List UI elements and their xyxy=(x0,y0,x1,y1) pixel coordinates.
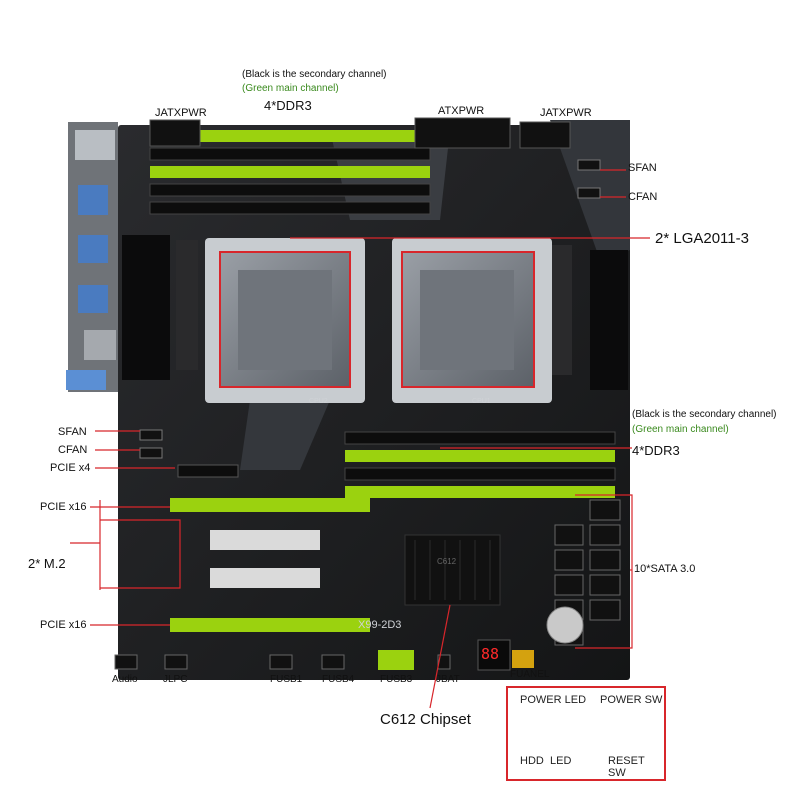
cpu-socket-left xyxy=(205,238,365,403)
usb-port xyxy=(78,285,108,313)
power-sw-label: POWER SW xyxy=(600,694,663,706)
sfan-header-right xyxy=(577,159,601,171)
pcb-stripe xyxy=(240,400,330,470)
top-note-green: (Green main channel) xyxy=(242,83,339,94)
pcie-x16-bottom-label: PCIE x16 xyxy=(40,619,87,631)
cpu-socket-right xyxy=(392,238,552,403)
chipset-heatsink xyxy=(404,534,501,606)
fuanel-header xyxy=(512,650,534,668)
audio-jack xyxy=(66,370,106,390)
pcie-x16-slot-bottom xyxy=(170,618,370,632)
atxpwr-label: ATXPWR xyxy=(438,105,485,117)
pcie-x4-slot xyxy=(177,464,239,478)
audio-header xyxy=(114,654,138,670)
jbat-jumper xyxy=(437,654,451,670)
sfan-header-left xyxy=(139,429,163,441)
chipset-brand-silkscreen: C612 xyxy=(437,557,457,566)
model-silkscreen: X99-2D3 xyxy=(358,619,402,631)
sata-bracket xyxy=(575,494,633,649)
sfan-right-label: SFAN xyxy=(628,162,657,174)
debug-display-digits: 88 xyxy=(481,645,500,663)
jatxpwr-left-connector xyxy=(149,119,201,147)
chipset-label: C612 Chipset xyxy=(380,711,471,728)
dimm-group-right xyxy=(344,431,616,498)
cfan-header-right xyxy=(577,187,601,199)
jatxpwr-right-label: JATXPWR xyxy=(540,107,592,119)
pcie-x16-slot-top xyxy=(170,498,370,512)
reset-sw-label: RESET SW xyxy=(608,755,645,779)
fusb3-label: FUSB3 xyxy=(380,674,413,685)
top-note-black: (Black is the secondary channel) xyxy=(242,69,387,80)
jatxpwr-right-connector xyxy=(519,121,571,149)
dimm-group-top xyxy=(149,130,431,215)
lan-port xyxy=(84,330,116,360)
m2-bracket xyxy=(100,519,181,589)
fuanel-label: FUANEL xyxy=(510,669,550,680)
cmos-battery xyxy=(546,606,584,644)
fusb1-label: FUSB1 xyxy=(270,674,303,685)
fusb4-label: FUSB4 xyxy=(322,674,355,685)
jlpc-label: JLPC xyxy=(163,674,188,685)
jatxpwr-left-label: JATXPWR xyxy=(155,107,207,119)
vrm-heatsink-left xyxy=(122,235,170,380)
debug-display xyxy=(477,639,511,671)
audio-label: Audio xyxy=(112,674,138,685)
right-ddr-label: 4*DDR3 xyxy=(632,443,680,458)
jbat-label: JBAT xyxy=(436,674,460,685)
usb-port xyxy=(78,235,108,263)
m2-label: 2* M.2 xyxy=(28,556,66,571)
chipset-leader xyxy=(429,604,451,709)
pcie-x16-top-label: PCIE x16 xyxy=(40,501,87,513)
power-led-label: POWER LED xyxy=(520,694,587,706)
lga-label: 2* LGA2011-3 xyxy=(655,230,749,247)
cpu2-silkscreen: CPU2 xyxy=(309,398,328,405)
atxpwr-connector xyxy=(414,117,511,149)
cfan-right-label: CFAN xyxy=(628,191,658,203)
cpu1-silkscreen: CPU1 xyxy=(472,398,491,405)
right-note-green: (Green main channel) xyxy=(632,424,729,435)
cfan-header-left xyxy=(139,447,163,459)
front-panel-pinout: POWER LED POWER SW HDD LED RESET SW xyxy=(506,686,666,781)
fusb3-header xyxy=(378,650,414,670)
fusb4-header xyxy=(321,654,345,670)
top-ddr-label: 4*DDR3 xyxy=(264,98,312,113)
vrm-heatsink-right xyxy=(590,250,628,390)
usb-port xyxy=(75,130,115,160)
sata-ports xyxy=(554,499,621,646)
sfan-left-label: SFAN xyxy=(58,426,87,438)
led-label: LED xyxy=(550,755,572,767)
m2-slot-top xyxy=(210,530,320,550)
right-note-black: (Black is the secondary channel) xyxy=(632,409,777,420)
usb-port xyxy=(78,185,108,215)
cfan-left-label: CFAN xyxy=(58,444,88,456)
fusb1-header xyxy=(269,654,293,670)
hdd-label: HDD xyxy=(520,755,544,767)
m2-slot-bottom xyxy=(210,568,320,588)
sata-label: 10*SATA 3.0 xyxy=(634,563,696,575)
jlpc-header xyxy=(164,654,188,670)
pcie-x4-label: PCIE x4 xyxy=(50,462,91,474)
